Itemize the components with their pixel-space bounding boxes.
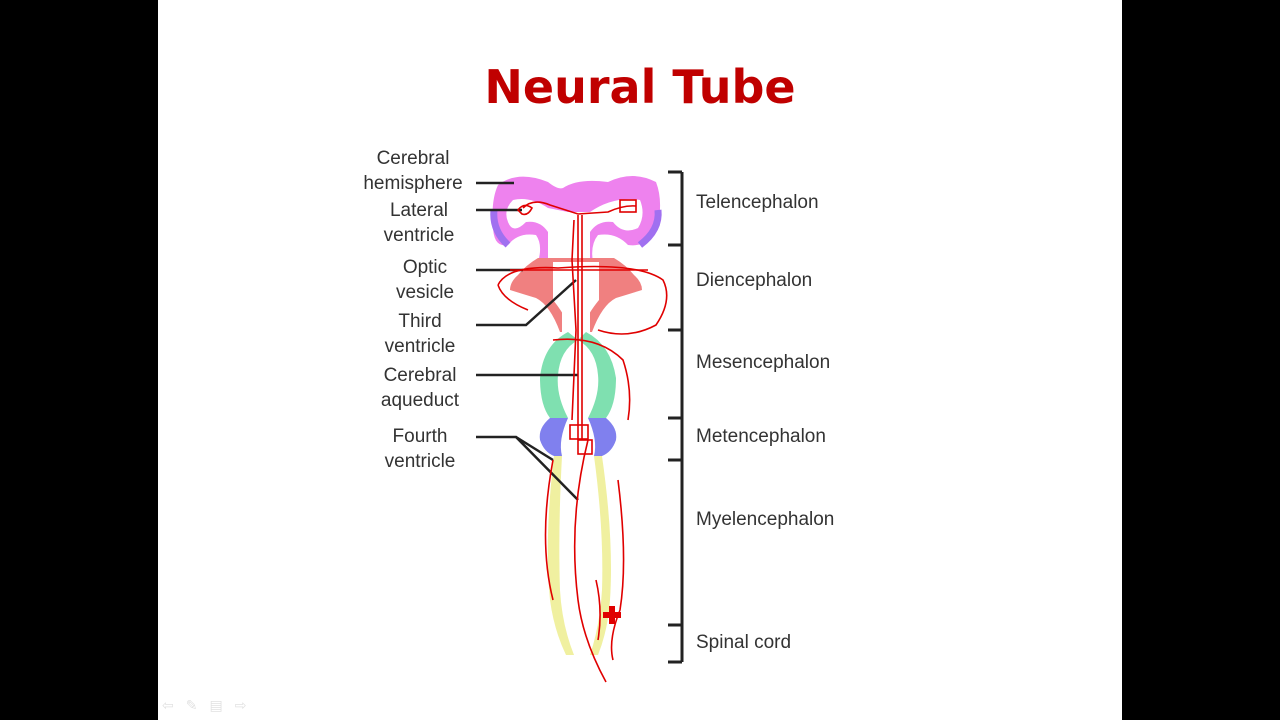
label-myelencephalon: Myelencephalon xyxy=(696,509,835,530)
neural-tube-diagram xyxy=(476,170,684,683)
pointer-cursor-icon xyxy=(603,606,621,624)
label-mesencephalon: Mesencephalon xyxy=(696,352,831,373)
mesencephalon-region xyxy=(540,332,578,418)
slideshow-toolbar: ⇦ ✎ ▤ ⇨ xyxy=(162,697,246,714)
prev-arrow-icon[interactable]: ⇦ xyxy=(162,697,174,713)
label-cerebral-aqueduct: Cerebral aqueduct xyxy=(380,365,460,411)
myelencephalon-region xyxy=(547,456,574,655)
label-fourth-ventricle: Fourth ventricle xyxy=(384,426,456,472)
label-spinal-cord: Spinal cord xyxy=(696,632,792,653)
label-cerebral-hemisphere: Cerebral hemisphere xyxy=(363,148,463,194)
label-telencephalon: Telencephalon xyxy=(696,192,819,213)
label-metencephalon: Metencephalon xyxy=(696,426,826,447)
menu-icon[interactable]: ▤ xyxy=(209,697,223,713)
pen-icon[interactable]: ✎ xyxy=(185,697,198,713)
label-diencephalon: Diencephalon xyxy=(696,270,813,291)
label-third-ventricle: Third ventricle xyxy=(384,311,456,357)
label-pointers xyxy=(476,181,579,501)
label-lateral-ventricle: Lateral ventricle xyxy=(383,200,455,246)
slide: Neural Tube xyxy=(158,0,1122,720)
red-annotation xyxy=(497,199,668,683)
metencephalon-region xyxy=(539,418,568,456)
region-bracket xyxy=(668,170,684,664)
slide-title: Neural Tube xyxy=(484,60,796,114)
next-arrow-icon[interactable]: ⇨ xyxy=(234,697,247,713)
label-optic-vesicle: Optic vesicle xyxy=(395,257,455,303)
